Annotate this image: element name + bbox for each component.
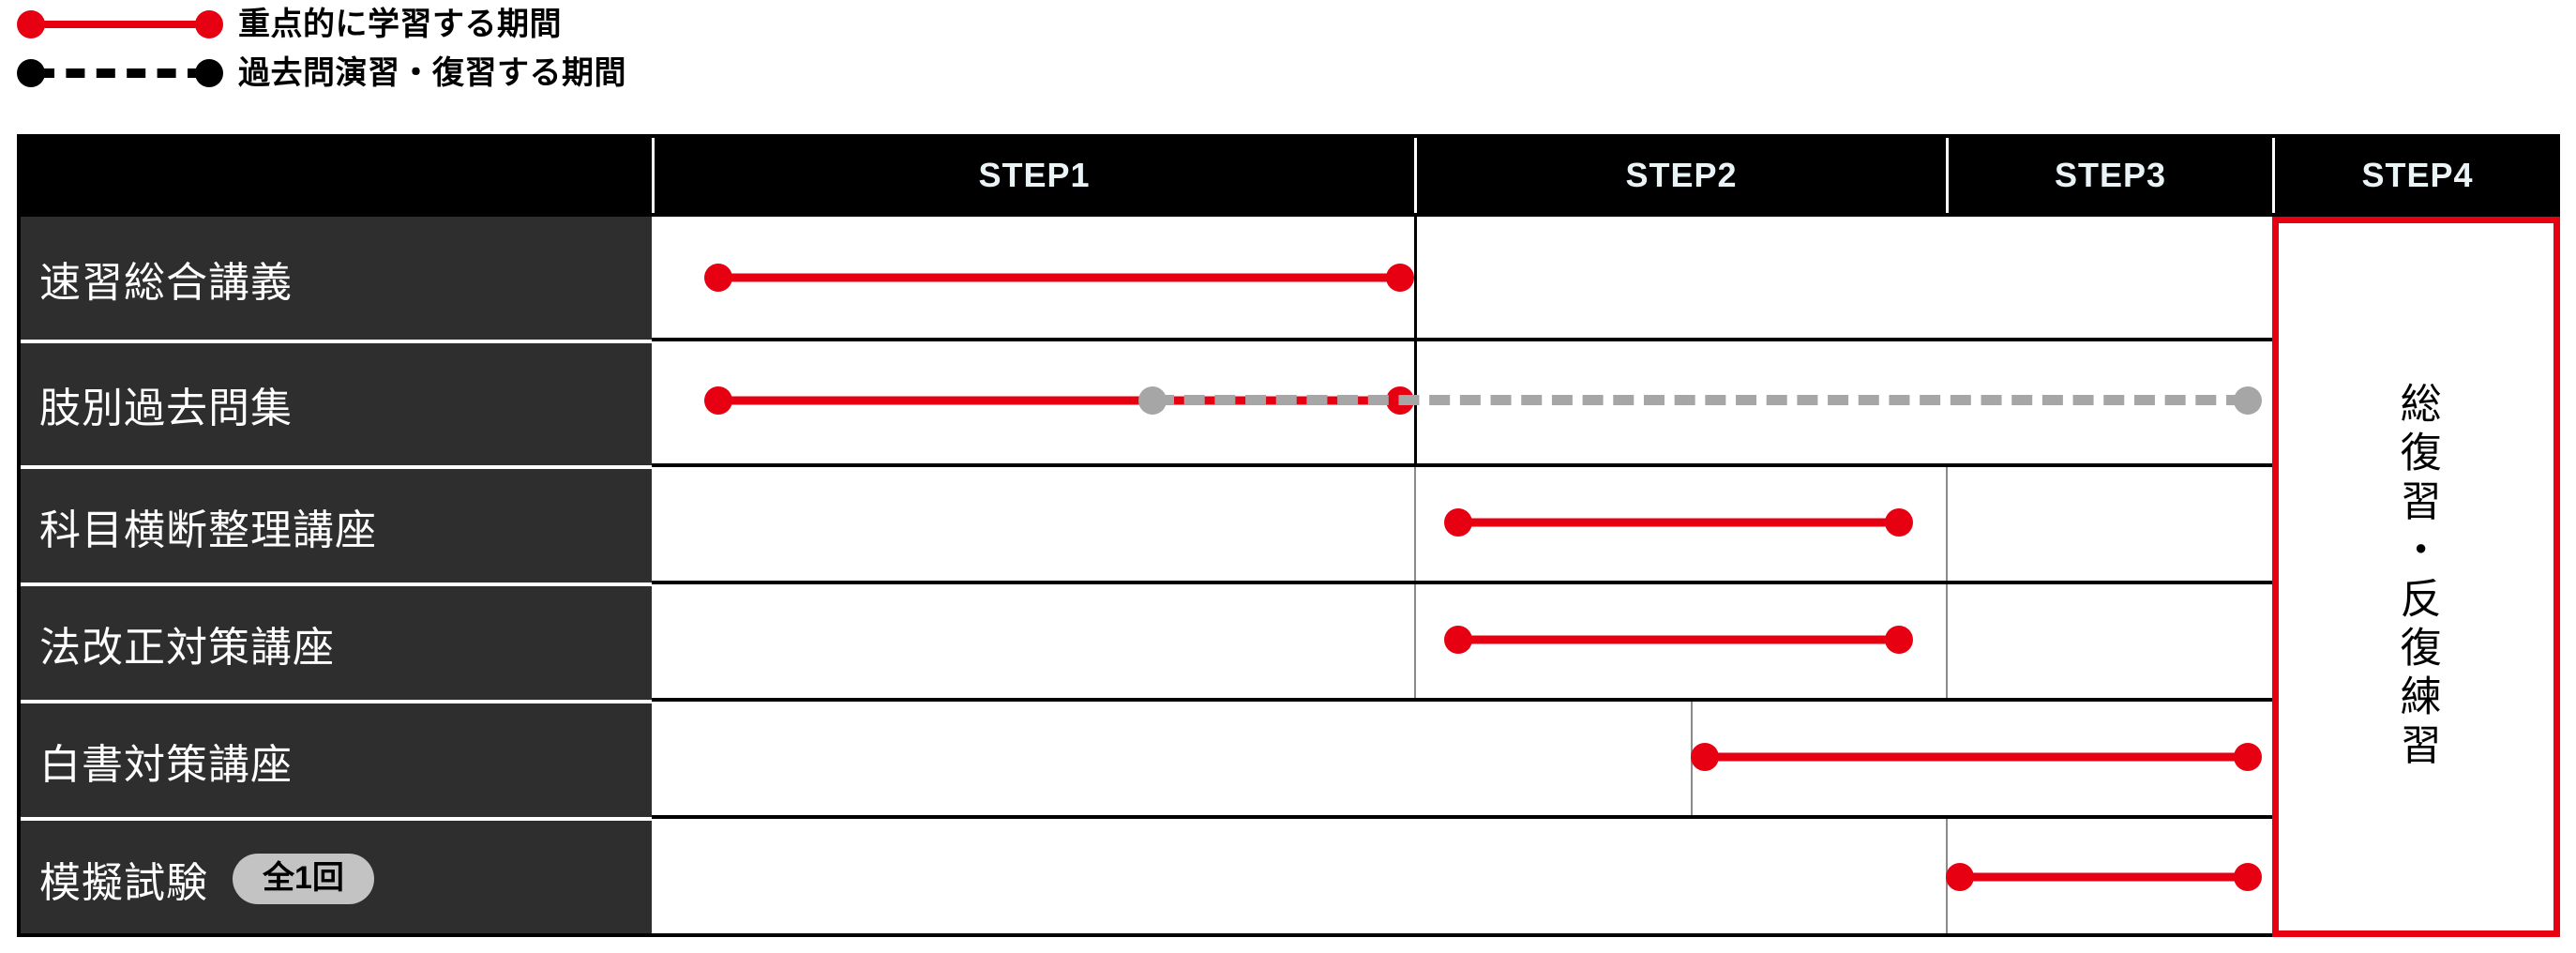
legend-line-solid <box>30 21 210 28</box>
bar-cap-start <box>1444 508 1472 537</box>
step4-highlight-panel: 総復習・反復練習 <box>2272 217 2560 937</box>
table-header-row: STEP1 STEP2 STEP3 STEP4 <box>17 134 2560 217</box>
bar-cap-end <box>1885 626 1913 654</box>
row-separator <box>652 581 2560 584</box>
column-separator-step2-step3 <box>1946 584 1948 698</box>
row-label-text: 法改正対策講座 <box>39 624 335 671</box>
row-label-kamoku-odan-seiri: 科目横断整理講座 <box>17 465 652 582</box>
bar-cap-start <box>1691 743 1719 771</box>
schedule-grid: STEP1 STEP2 STEP3 STEP4 速習総合講義 肢別過去問集 科目… <box>17 134 2560 937</box>
legend-dot-start <box>17 59 45 87</box>
legend-swatch-solid-red <box>17 0 233 49</box>
bar-segment-dashed <box>1153 395 2247 405</box>
bar-segment <box>1702 752 2251 762</box>
schedule-body <box>652 217 2560 937</box>
legend-dot-start <box>17 10 45 38</box>
column-separator-step2-step3 <box>1946 467 1948 581</box>
row-separator <box>652 338 2560 341</box>
bar-segment <box>1455 635 1902 644</box>
header-divider <box>1946 138 1949 213</box>
row-separator <box>652 815 2560 819</box>
bar-segment <box>1957 872 2251 882</box>
bar-cap-end <box>1386 264 1414 292</box>
header-divider <box>2272 138 2275 213</box>
header-cell-step3: STEP3 <box>2054 156 2167 194</box>
legend-item-past-exam-review: 過去問演習・復習する期間 <box>17 49 1330 98</box>
header-cell-step1: STEP1 <box>978 156 1091 194</box>
row-label-sokushu-sogo-kogi: 速習総合講義 <box>17 217 652 340</box>
row-label-text: 速習総合講義 <box>39 259 293 306</box>
bar-segment <box>716 273 1403 282</box>
bar-cap-end <box>2234 386 2262 415</box>
row-label-hokaisei-taisaku: 法改正対策講座 <box>17 582 652 700</box>
bar-cap-start <box>704 264 732 292</box>
bar-segment <box>1455 518 1902 527</box>
legend: 重点的に学習する期間 過去問演習・復習する期間 <box>17 0 1330 98</box>
bar-cap-start <box>1946 863 1974 891</box>
legend-item-focus-study: 重点的に学習する期間 <box>17 0 1330 49</box>
column-separator-step1-step2 <box>1414 467 1416 581</box>
row-label-column: 速習総合講義 肢別過去問集 科目横断整理講座 法改正対策講座 白書対策講座 模擬… <box>17 217 652 937</box>
header-cell-step4: STEP4 <box>2361 156 2474 194</box>
row-label-text: 科目横断整理講座 <box>39 507 377 553</box>
bar-cap-start <box>704 386 732 415</box>
row-label-hakusho-taisaku: 白書対策講座 <box>17 700 652 817</box>
legend-dot-end <box>195 10 223 38</box>
bar-cap-start <box>1444 626 1472 654</box>
status-badge-mogi-shiken: 全1回 <box>233 854 374 904</box>
legend-swatch-dashed-black <box>17 49 233 98</box>
row-label-text: 肢別過去問集 <box>39 386 293 431</box>
row-label-text: 白書対策講座 <box>39 741 293 788</box>
legend-line-dashed <box>36 68 206 78</box>
bar-cap-end <box>2234 743 2262 771</box>
header-cell-step2: STEP2 <box>1625 156 1738 194</box>
bar-shibetsu-kakomonshu-step1 <box>704 386 1414 415</box>
bar-sokushu-sogo-kogi-step1 <box>704 264 1414 292</box>
legend-label-past-exam-review: 過去問演習・復習する期間 <box>238 55 626 91</box>
bar-kamoku-odan-seiri-step2 <box>1444 508 1913 537</box>
row-label-text: 模擬試験 <box>39 860 208 906</box>
legend-label-focus-study: 重点的に学習する期間 <box>238 7 562 42</box>
bar-hokaisei-taisaku-step2 <box>1444 626 1913 654</box>
legend-dot-end <box>195 59 223 87</box>
column-separator-step1-step2 <box>1414 217 1417 338</box>
row-separator <box>652 698 2560 702</box>
header-divider <box>1414 138 1417 213</box>
header-cell-label <box>17 134 652 217</box>
bar-shibetsu-kakomonshu-review <box>1138 386 2262 415</box>
row-separator <box>652 463 2560 467</box>
step4-panel-text: 総復習・反復練習 <box>2393 382 2440 772</box>
bar-segment <box>716 396 1403 405</box>
row-label-mogi-shiken: 模擬試験 全1回 <box>17 817 652 937</box>
bar-cap-end <box>1885 508 1913 537</box>
bar-mogi-shiken-step3 <box>1946 863 2262 891</box>
header-divider <box>652 138 655 213</box>
study-schedule-chart: STEP1 STEP2 STEP3 STEP4 速習総合講義 肢別過去問集 科目… <box>17 134 2560 937</box>
row-label-shibetsu-kakomonshu: 肢別過去問集 <box>17 340 652 465</box>
bar-cap-end <box>2234 863 2262 891</box>
column-separator-step1-step2 <box>1414 584 1416 698</box>
bar-cap-start <box>1138 386 1167 415</box>
bar-hakusho-taisaku-step2-step3 <box>1691 743 2262 771</box>
